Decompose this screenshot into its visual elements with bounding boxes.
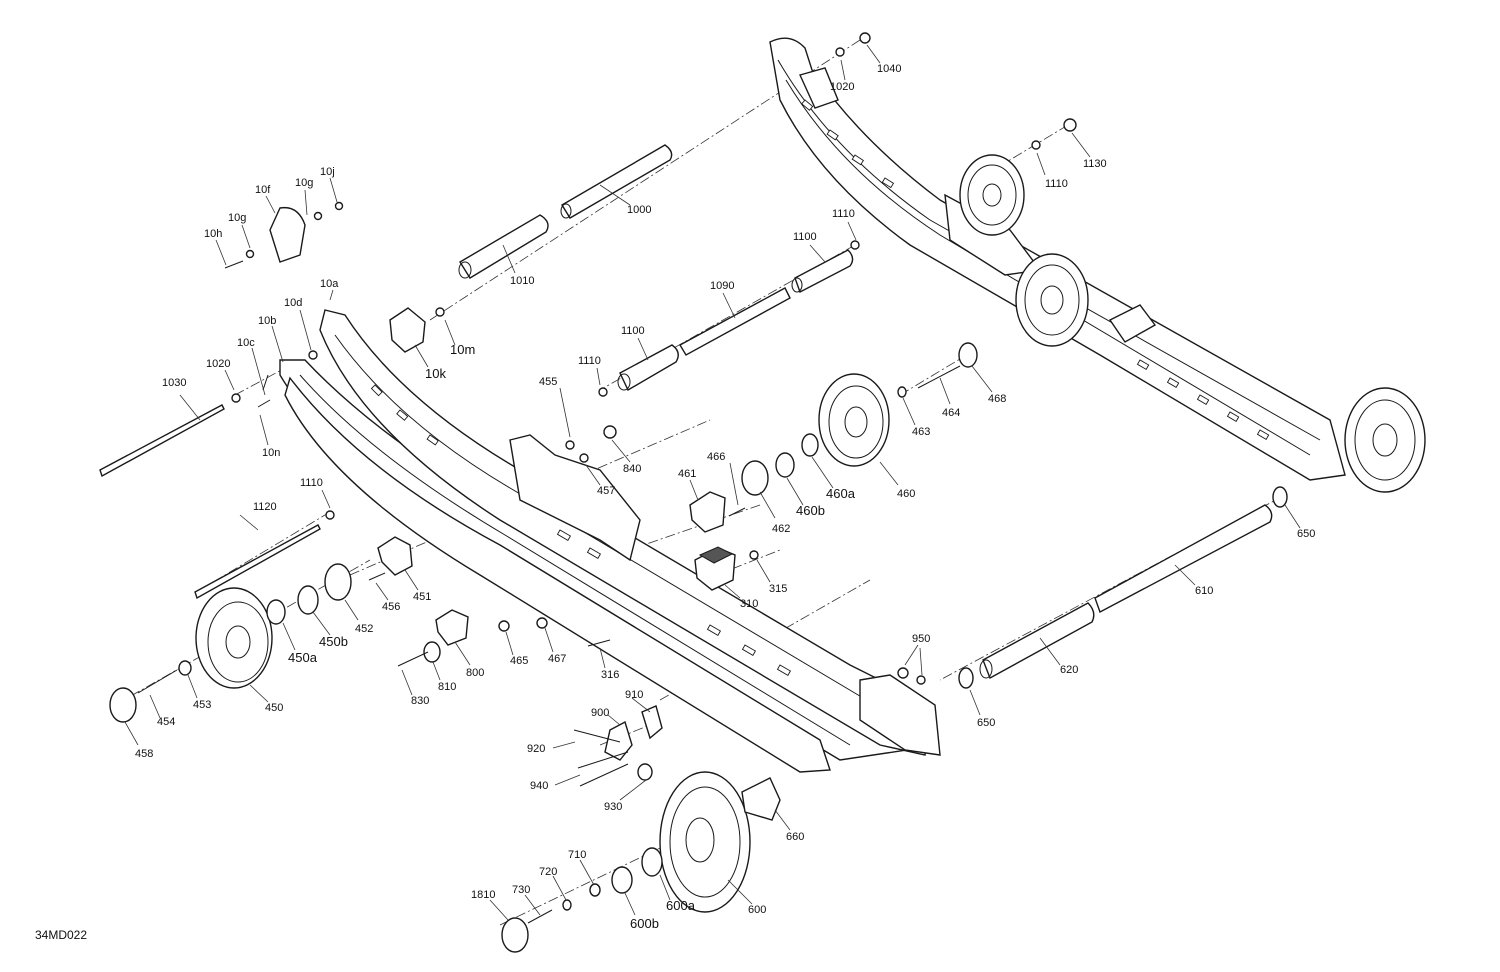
- label-460a: 460a: [826, 486, 856, 501]
- part-labels: 1040 1020 1130 1110 1000 1010 1110 1100 …: [135, 63, 1315, 931]
- label-315: 315: [769, 583, 787, 595]
- label-920: 920: [527, 743, 545, 755]
- label-10f: 10f: [255, 184, 271, 196]
- label-910: 910: [625, 689, 643, 701]
- label-463: 463: [912, 426, 930, 438]
- label-465: 465: [510, 655, 528, 667]
- right-rail-wheels: [959, 154, 1426, 493]
- label-10m: 10m: [450, 342, 475, 357]
- label-1010: 1010: [510, 275, 534, 287]
- small-parts: [109, 32, 1288, 953]
- label-10k: 10k: [425, 366, 446, 381]
- label-10a: 10a: [320, 278, 339, 290]
- label-464: 464: [942, 407, 960, 419]
- label-650-right: 650: [1297, 528, 1315, 540]
- label-460: 460: [897, 488, 915, 500]
- label-650-left: 650: [977, 717, 995, 729]
- label-610: 610: [1195, 585, 1213, 597]
- label-1110-center: 1110: [578, 355, 601, 367]
- leader-lines: [124, 44, 1301, 921]
- label-450b: 450b: [319, 634, 348, 649]
- label-10d: 10d: [284, 297, 302, 309]
- label-450a: 450a: [288, 650, 318, 665]
- label-1110-upper: 1110: [1045, 178, 1068, 190]
- label-10c: 10c: [237, 337, 255, 349]
- left-rail: [279, 309, 941, 773]
- label-453: 453: [193, 699, 211, 711]
- label-316: 316: [601, 669, 619, 681]
- label-600b: 600b: [630, 916, 659, 931]
- label-10j: 10j: [320, 166, 335, 178]
- label-454: 454: [157, 716, 175, 728]
- label-1120: 1120: [253, 501, 277, 513]
- label-600: 600: [748, 904, 766, 916]
- label-456: 456: [382, 601, 400, 613]
- label-830: 830: [411, 695, 429, 707]
- label-462: 462: [772, 523, 790, 535]
- label-930: 930: [604, 801, 622, 813]
- label-620: 620: [1060, 664, 1078, 676]
- label-310: 310: [740, 598, 758, 610]
- label-460b: 460b: [796, 503, 825, 518]
- label-1030: 1030: [162, 377, 186, 389]
- label-1040: 1040: [877, 63, 901, 75]
- label-1130: 1130: [1083, 158, 1107, 170]
- label-466: 466: [707, 451, 725, 463]
- label-1110-mid: 1110: [832, 208, 855, 220]
- label-1110-left: 1110: [300, 477, 323, 489]
- label-1100-left: 1100: [621, 325, 645, 337]
- wheels: [195, 373, 890, 913]
- label-10n: 10n: [262, 447, 280, 459]
- label-10h: 10h: [204, 228, 222, 240]
- label-840: 840: [623, 463, 641, 475]
- label-800: 800: [466, 667, 484, 679]
- label-1020-upper: 1020: [830, 81, 854, 93]
- label-1000: 1000: [627, 204, 651, 216]
- label-950: 950: [912, 633, 930, 645]
- label-461: 461: [678, 468, 696, 480]
- label-900: 900: [591, 707, 609, 719]
- shafts: [99, 144, 1273, 679]
- label-457: 457: [597, 485, 615, 497]
- label-810: 810: [438, 681, 456, 693]
- label-600a: 600a: [666, 898, 696, 913]
- label-1090: 1090: [710, 280, 734, 292]
- label-10g-left: 10g: [228, 212, 246, 224]
- label-940: 940: [530, 780, 548, 792]
- label-1810: 1810: [471, 889, 495, 901]
- label-710: 710: [568, 849, 586, 861]
- label-1100-right: 1100: [793, 231, 817, 243]
- left-rail-slots: [370, 384, 792, 676]
- label-467: 467: [548, 653, 566, 665]
- figure-id: 34MD022: [35, 928, 87, 942]
- label-730: 730: [512, 884, 530, 896]
- label-10b: 10b: [258, 315, 276, 327]
- label-720: 720: [539, 866, 557, 878]
- label-1020-lower: 1020: [206, 358, 230, 370]
- label-660: 660: [786, 831, 804, 843]
- right-rail-slots: [801, 99, 1270, 440]
- label-468: 468: [988, 393, 1006, 405]
- label-452: 452: [355, 623, 373, 635]
- label-10g-right: 10g: [295, 177, 313, 189]
- label-455: 455: [539, 376, 557, 388]
- label-450: 450: [265, 702, 283, 714]
- label-451: 451: [413, 591, 431, 603]
- label-458: 458: [135, 748, 153, 760]
